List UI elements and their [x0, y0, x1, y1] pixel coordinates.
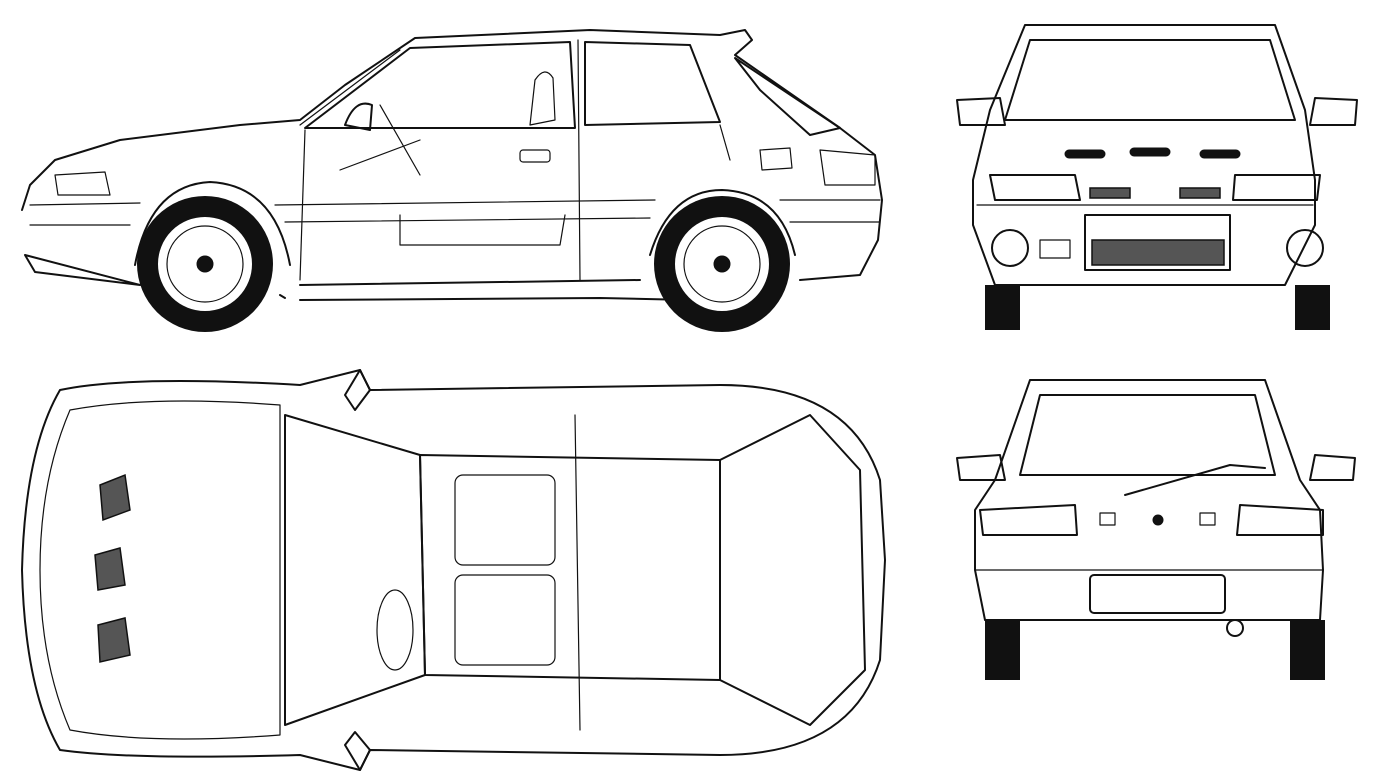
rear-view — [945, 370, 1370, 690]
side-view — [0, 0, 900, 345]
top-view — [0, 360, 900, 783]
front-view — [945, 10, 1370, 340]
